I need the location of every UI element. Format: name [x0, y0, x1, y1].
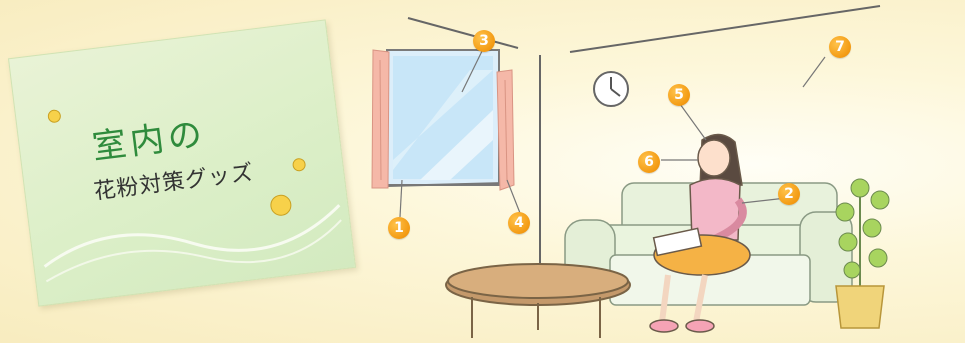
marker-label: 6: [638, 151, 660, 173]
marker-label: 3: [473, 30, 495, 52]
marker-3[interactable]: 3: [473, 30, 495, 52]
marker-1[interactable]: 1: [388, 217, 410, 239]
marker-label: 2: [778, 183, 800, 205]
window: [387, 50, 505, 186]
coffee-table: [446, 264, 630, 338]
clock: [594, 72, 628, 106]
title-card: 室内の 花粉対策グッズ: [8, 19, 356, 306]
marker-label: 5: [668, 84, 690, 106]
marker-2[interactable]: 2: [778, 183, 800, 205]
marker-4[interactable]: 4: [508, 212, 530, 234]
marker-label: 7: [829, 36, 851, 58]
marker-label: 4: [508, 212, 530, 234]
marker-label: 1: [388, 217, 410, 239]
pollen-icon: [48, 110, 61, 123]
marker-6[interactable]: 6: [638, 151, 660, 173]
pollen-icon: [270, 194, 292, 216]
marker-7[interactable]: 7: [829, 36, 851, 58]
marker-5[interactable]: 5: [668, 84, 690, 106]
